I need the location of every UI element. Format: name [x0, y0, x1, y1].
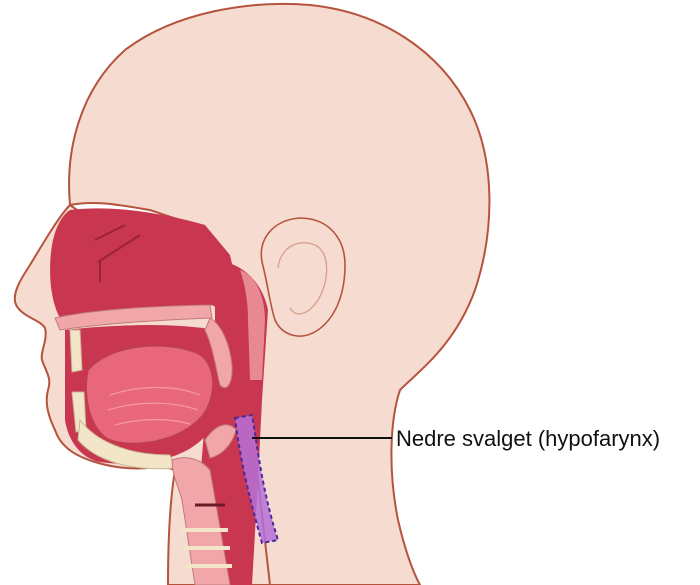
hypopharynx-label: Nedre svalget (hypofarynx) [396, 426, 660, 452]
